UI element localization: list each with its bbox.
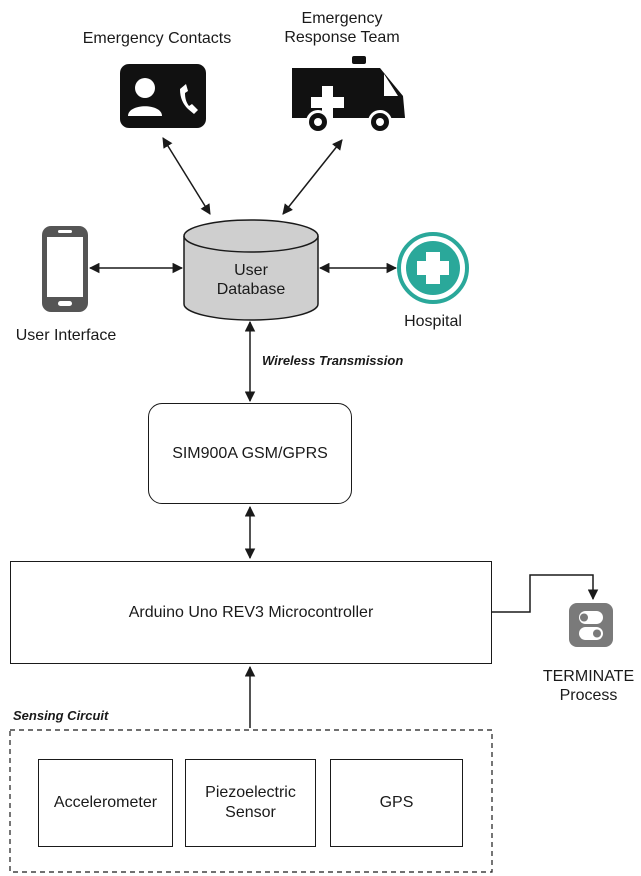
emergency-response-team-line1: Emergency [301, 10, 383, 27]
wireless-transmission-label: Wireless Transmission [262, 353, 404, 368]
user-database-line2: Database [216, 281, 286, 298]
user-interface-label: User Interface [15, 327, 117, 344]
microcontroller-label: Arduino Uno REV3 Microcontroller [128, 603, 374, 621]
emergency-response-team-line2: Response Team [284, 29, 400, 46]
terminate-process-label: TERMINATE Process [536, 667, 641, 705]
sensing-circuit-label: Sensing Circuit [13, 708, 109, 723]
emergency-response-team-label: Emergency Response Team [270, 9, 414, 47]
user-database-line1: User [234, 262, 268, 279]
piezo-sensor-box: Piezoelectric Sensor [185, 759, 316, 847]
smartphone-icon [42, 226, 88, 312]
piezo-line2: Sensor [225, 804, 276, 821]
accelerometer-label: Accelerometer [53, 794, 158, 811]
sensing-circuit-container [9, 729, 493, 873]
hospital-label: Hospital [404, 313, 462, 330]
ambulance-icon [292, 56, 405, 134]
edge-response-team-database [282, 139, 343, 215]
terminate-toggle-icon [569, 603, 613, 647]
user-database-label: User Database [196, 261, 306, 299]
microcontroller-box: Arduino Uno REV3 Microcontroller [10, 561, 492, 664]
gps-box: GPS [330, 759, 463, 847]
user-database-cylinder [183, 219, 319, 321]
hospital-cross-icon [397, 232, 469, 304]
gsm-module-box: SIM900A GSM/GPRS [148, 403, 352, 504]
gps-label: GPS [379, 794, 414, 811]
gsm-module-label: SIM900A GSM/GPRS [172, 444, 328, 462]
edge-microcontroller-terminate [492, 574, 599, 613]
emergency-contacts-label: Emergency Contacts [82, 30, 232, 47]
terminate-line2: Process [559, 687, 618, 704]
accelerometer-box: Accelerometer [38, 759, 173, 847]
terminate-line1: TERMINATE [542, 668, 635, 685]
piezo-line1: Piezoelectric [205, 784, 296, 801]
edge-contacts-database [162, 137, 211, 215]
contact-card-icon [120, 64, 206, 128]
